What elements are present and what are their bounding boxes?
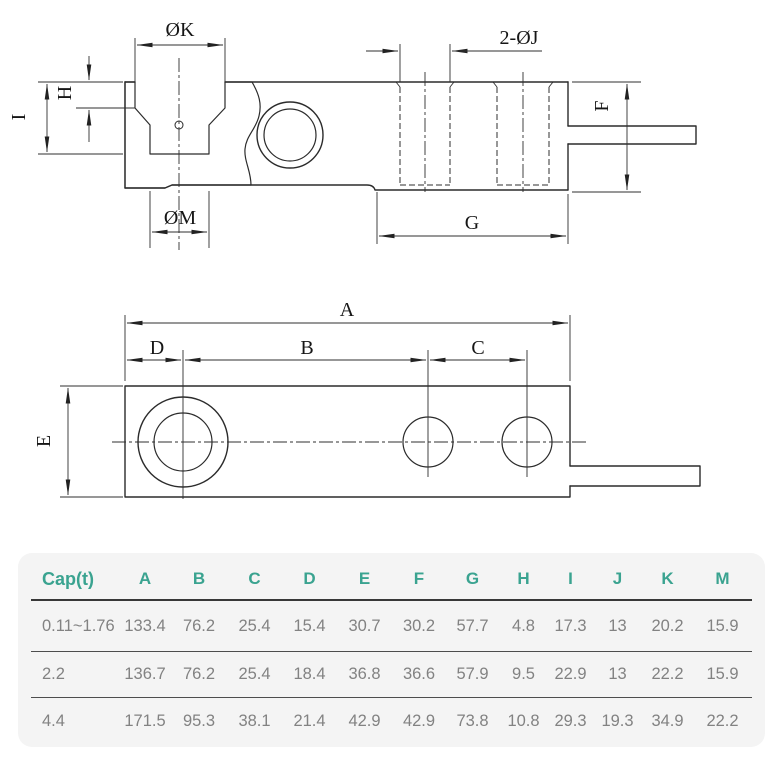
dim-label-i: I (8, 114, 30, 121)
col-header-g: G (446, 559, 499, 601)
cell: 133.4 (119, 600, 171, 652)
dim-label-phi-k: ØK (166, 19, 195, 41)
cell: 57.9 (446, 651, 499, 698)
dim-label-2-phi-j: 2-ØJ (500, 27, 539, 49)
cell: 36.8 (337, 651, 392, 698)
plan-body-outline (124, 385, 571, 498)
cell: 18.4 (282, 651, 337, 698)
cell: 20.2 (642, 600, 693, 652)
col-header-d: D (282, 559, 337, 601)
cell: 10.8 (507, 711, 540, 730)
cell-cap: 2.2 (31, 651, 119, 698)
thread-hole-2 (492, 72, 554, 192)
col-header-a: A (119, 559, 171, 601)
cell: 42.9 (348, 711, 381, 730)
cell: 15.9 (693, 600, 752, 652)
plan-centerlines (112, 350, 588, 499)
dimension-h: H (54, 56, 135, 142)
dim-label-e: E (33, 435, 55, 447)
plan-cable (569, 465, 701, 487)
plan-view: A D B C E (33, 299, 701, 499)
spec-table-card: Cap(t) A B C D E F G H I J K M 0.11~1.76… (18, 553, 765, 747)
cell: 22.9 (548, 651, 593, 698)
dimension-d: D (126, 337, 182, 363)
cell: 171.5 (124, 711, 166, 730)
cell: 22.2 (642, 651, 693, 698)
dimension-2-phi-j: 2-ØJ (366, 27, 542, 82)
dimension-f: F (572, 81, 641, 193)
dimension-a: A (124, 299, 571, 381)
dim-label-b: B (300, 337, 313, 359)
load-button-hole (174, 58, 324, 250)
cell: 36.6 (392, 651, 446, 698)
dimension-b: B (184, 337, 427, 363)
dimension-phi-k: ØK (134, 19, 226, 82)
cell: 19.3 (601, 711, 634, 730)
dimension-i: I (8, 81, 123, 155)
spec-row-1: 0.11~1.76 133.4 76.2 25.4 15.4 30.7 30.2… (31, 600, 752, 652)
spec-header-row: Cap(t) A B C D E F G H I J K M (31, 559, 752, 601)
cell: 95.3 (182, 711, 216, 730)
dim-label-g: G (465, 212, 479, 234)
dim-label-h: H (54, 86, 76, 100)
cell: 25.4 (227, 600, 282, 652)
dimension-g: G (376, 192, 569, 244)
cell: 34.9 (651, 711, 684, 730)
section-hatch (124, 81, 261, 189)
thread-hole-1 (395, 72, 455, 192)
col-header-c: C (227, 559, 282, 601)
cell-cap: 4.4 (42, 711, 65, 730)
spec-row-2: 2.2 136.7 76.2 25.4 18.4 36.8 36.6 57.9 … (31, 651, 752, 698)
col-header-j: J (593, 559, 642, 601)
cell: 73.8 (456, 711, 489, 730)
cell: 30.7 (337, 600, 392, 652)
dim-label-f: F (591, 100, 613, 111)
dimension-e: E (33, 385, 123, 498)
col-header-m: M (693, 559, 752, 601)
cell: 4.8 (499, 600, 548, 652)
col-header-i: I (548, 559, 593, 601)
cell: 42.9 (402, 711, 436, 730)
col-header-f: F (392, 559, 446, 601)
col-header-k: K (642, 559, 693, 601)
dimension-phi-m: ØM (149, 191, 210, 248)
cell: 9.5 (499, 651, 548, 698)
col-header-b: B (171, 559, 227, 601)
cell: 22.2 (706, 711, 739, 730)
cell: 76.2 (171, 600, 227, 652)
cable (567, 125, 697, 145)
cell-cap: 0.11~1.76 (31, 600, 119, 652)
dim-label-a: A (340, 299, 355, 321)
section-view: ØK 2-ØJ H I ØM (8, 19, 697, 250)
cell: 17.3 (548, 600, 593, 652)
cell: 13 (593, 651, 642, 698)
dim-label-d: D (150, 337, 164, 359)
dimension-c: C (429, 337, 526, 363)
cell: 13 (593, 600, 642, 652)
cell: 21.4 (293, 711, 326, 730)
cell: 38.1 (238, 711, 271, 730)
dim-label-c: C (471, 337, 484, 359)
cell: 76.2 (171, 651, 227, 698)
cell: 25.4 (227, 651, 282, 698)
dim-label-phi-m: ØM (164, 207, 196, 229)
col-header-h: H (499, 559, 548, 601)
technical-drawing: ØK 2-ØJ H I ØM (8, 19, 701, 499)
cell: 30.2 (392, 600, 446, 652)
col-header-cap: Cap(t) (31, 559, 119, 601)
col-header-e: E (337, 559, 392, 601)
cell: 29.3 (554, 711, 587, 730)
spec-table: Cap(t) A B C D E F G H I J K M 0.11~1.76… (31, 559, 752, 744)
cell: 15.9 (693, 651, 752, 698)
spec-row-3: 4.4 171.5 95.3 38.1 21.4 42.9 42.9 73.8 … (31, 698, 752, 745)
cell: 136.7 (119, 651, 171, 698)
cell: 15.4 (282, 600, 337, 652)
body-outline (124, 81, 569, 191)
cell: 57.7 (446, 600, 499, 652)
